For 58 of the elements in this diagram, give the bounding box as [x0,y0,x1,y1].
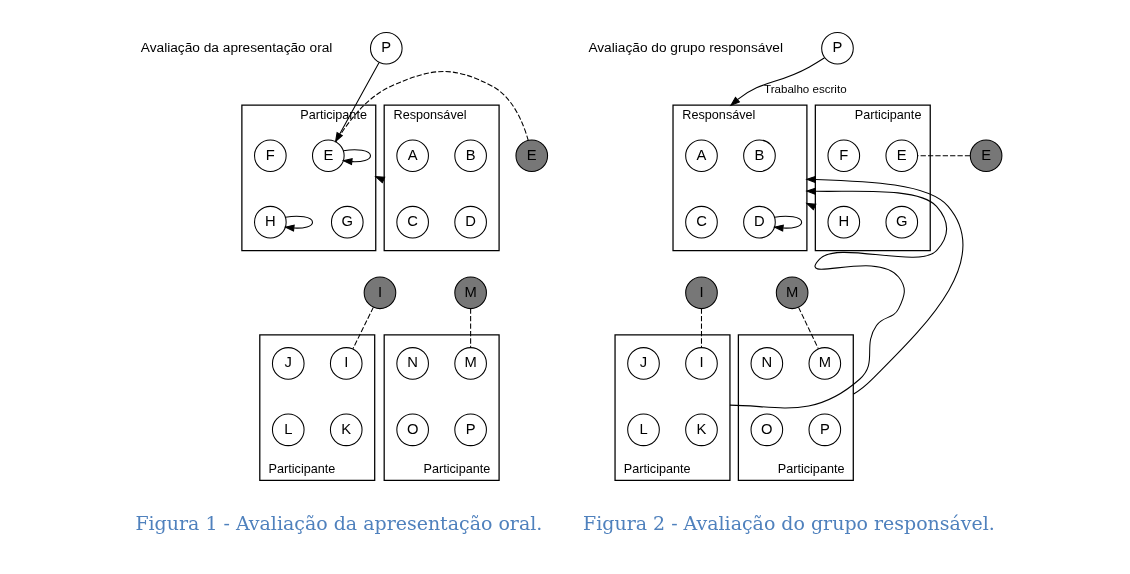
label: Figura 2 - Avaliação do grupo responsável. [582,512,995,535]
node-circle: D [742,205,776,239]
arrow [804,175,963,395]
node-circle: C [395,205,429,239]
node-circle: K [329,413,363,447]
edge-label: Trabalho escrito [763,83,847,96]
node-circle: H [826,205,860,239]
node-circle: F [826,139,860,173]
node-circle: B [742,139,776,173]
node-circle: O [750,413,783,447]
node-circle: I [329,347,363,380]
connector [351,306,374,350]
node-circle: P [369,31,403,65]
label: Avaliação da apresentação oral [140,39,332,55]
node-circle: I [684,347,718,380]
node-circle: N [750,347,783,380]
node-circle: I [684,276,718,310]
node-circle: O [395,413,429,447]
node-circle: C [684,205,718,239]
connector [700,308,702,349]
node-circle: G [330,205,364,239]
node-circle: B [453,139,487,173]
node-circle: E [311,139,345,173]
node-circle: J [626,347,660,380]
node-circle: L [626,413,660,447]
label: Figura 1 - Avaliação da apresentação oral. [134,512,542,535]
connector [334,71,529,143]
arrow [341,149,371,166]
node-circle: N [395,347,429,380]
node-circle: M [775,276,808,310]
node-circle: P [820,31,854,65]
node-circle: M [453,347,487,380]
node-circle: F [253,139,287,173]
node-circle: E [884,139,918,173]
connector [469,308,471,349]
node-circle: M [808,347,841,380]
node-circle: E [514,139,548,173]
node-circle: A [684,139,718,173]
node-circle: K [684,413,718,447]
node-circle: I [363,276,396,310]
connector [797,306,819,350]
node-circle: A [395,139,429,173]
node-circle: L [271,413,305,447]
arrow [729,57,825,107]
label: Avaliação do grupo responsável [587,39,783,55]
arrow [728,187,947,409]
node-circle: E [969,139,1002,173]
node-circle: P [808,413,841,447]
node-circle: D [453,205,487,239]
arrow [334,62,379,143]
node-circle: G [884,205,918,239]
node-circle: M [453,276,487,310]
node-circle: J [271,347,305,380]
arrow [772,215,802,232]
arrow [283,215,313,232]
node-circle: P [453,413,487,447]
node-circle: H [253,205,287,239]
connector [916,155,971,157]
